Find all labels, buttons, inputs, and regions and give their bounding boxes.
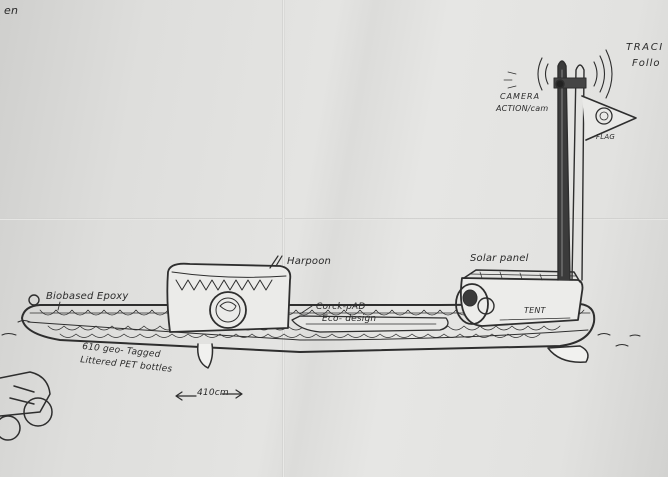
front-fin: [196, 343, 214, 369]
rear-cabin: [455, 269, 584, 327]
cart-sketch: [0, 371, 53, 441]
tracker-label-line1: TRACI: [626, 42, 664, 53]
rear-fin: [547, 345, 589, 363]
flag-label: FLAG: [596, 133, 615, 141]
biobased-epoxy-label: Biobased Epoxy: [46, 291, 129, 302]
water-lines: [1, 320, 641, 347]
front-cabin: [166, 255, 292, 333]
mast: [553, 60, 587, 281]
paper-fold-horizontal: [0, 218, 668, 220]
signal-waves: [503, 49, 613, 99]
cork-pad-label-line2: Eco- design: [322, 314, 377, 324]
corner-fragment-label: en: [4, 4, 19, 17]
tracker-label-line2: Follo: [632, 58, 661, 69]
camera-label-line1: CAMERA: [500, 92, 541, 101]
cork-leader: [299, 305, 313, 315]
paper-fold-vertical: [282, 0, 285, 477]
solar-panel-label: Solar panel: [470, 253, 529, 264]
tent-label: TENT: [524, 306, 546, 315]
harpoon-label: Harpoon: [287, 256, 332, 267]
length-arrow: [175, 389, 243, 401]
length-label: 410cm: [197, 388, 229, 398]
flag: [581, 95, 637, 141]
camera-label-line2: ACTION/cam: [496, 104, 549, 113]
epoxy-leader: [57, 301, 61, 311]
cork-pad-label-line1: Corck-pAD: [316, 302, 366, 312]
cork-pad-deck: [291, 315, 449, 333]
